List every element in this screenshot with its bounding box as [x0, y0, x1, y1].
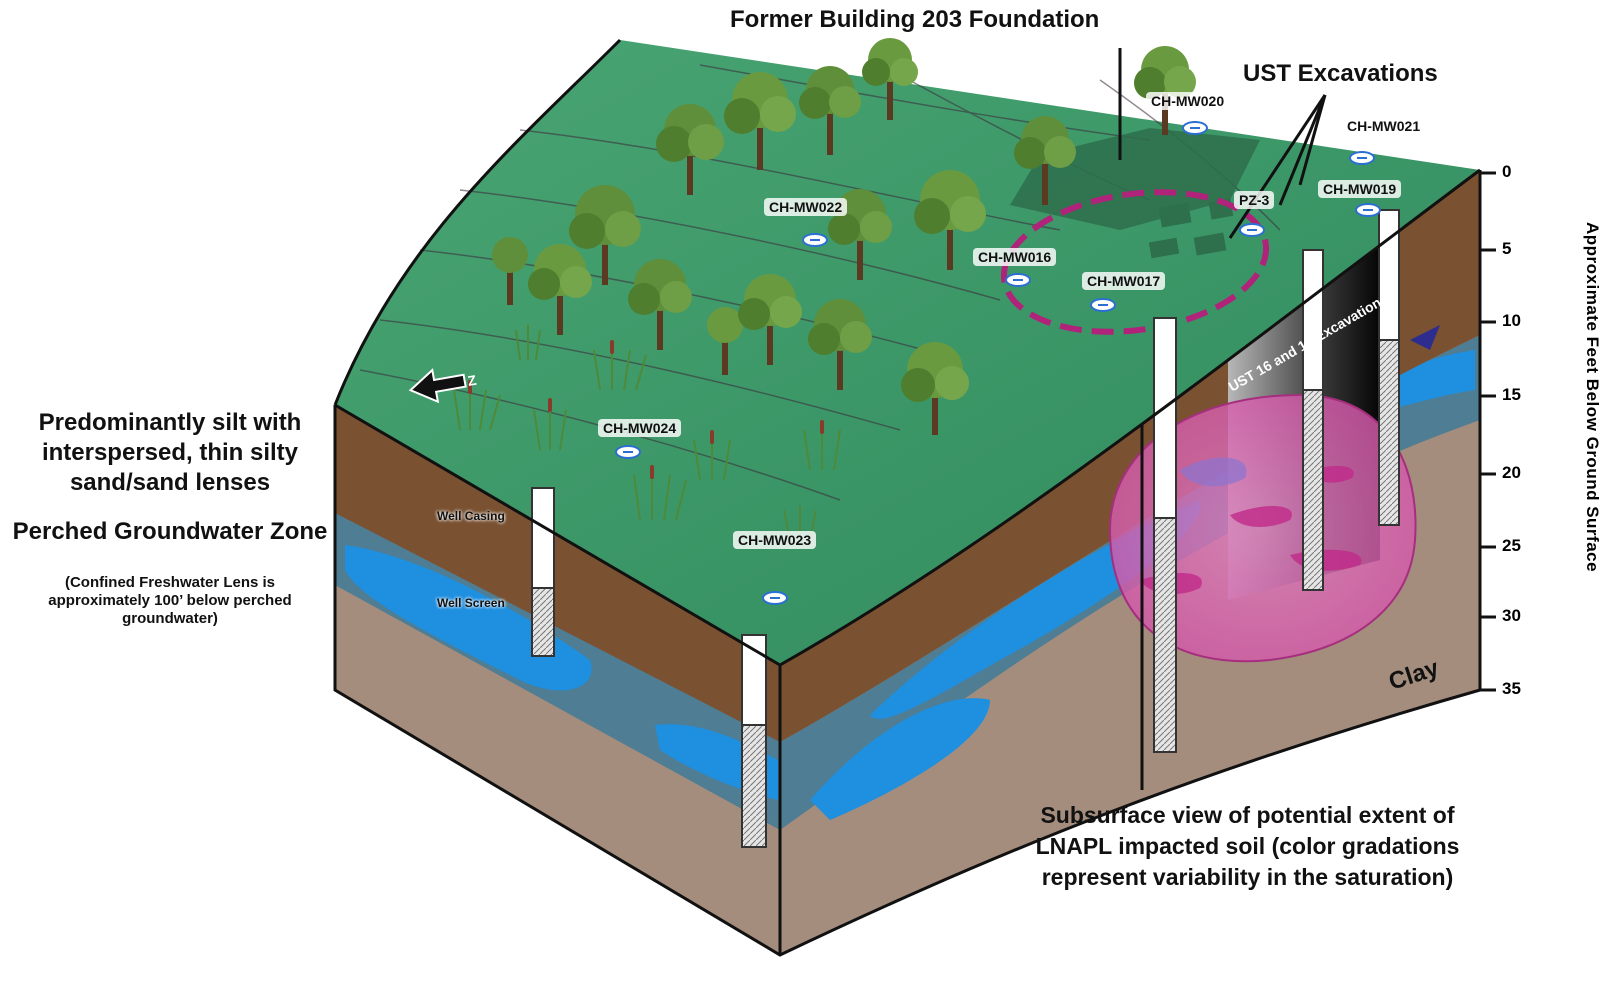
tree [1134, 46, 1196, 135]
well-markers [615, 121, 1381, 605]
well-side-b [1302, 249, 1324, 591]
tree [799, 66, 861, 155]
front-water-lens-1 [345, 545, 592, 691]
depth-tick-5: 5 [1502, 239, 1512, 258]
well-side-c [1378, 209, 1400, 526]
tree [492, 237, 528, 305]
well-label-ch-mw024: CH-MW024 [598, 419, 682, 437]
front-face [335, 405, 780, 955]
tree [628, 259, 692, 350]
well-front [531, 487, 555, 657]
tree [828, 189, 892, 280]
north-arrow-icon: Z [408, 368, 478, 404]
cattails [468, 340, 824, 479]
depth-tick-30: 30 [1502, 606, 1521, 625]
depth-tick-15: 15 [1502, 385, 1521, 404]
tree [707, 307, 743, 375]
tree [914, 170, 986, 270]
side-water-lens-1 [810, 698, 990, 820]
lnapl-plume [1108, 393, 1417, 663]
trees [492, 38, 1196, 435]
well-marker-icon [802, 233, 828, 247]
well-marker-icon [615, 445, 641, 459]
ust-boundary [1000, 189, 1270, 335]
tree [808, 299, 872, 390]
well-marker-icon [1355, 203, 1381, 217]
well-mw023 [741, 634, 767, 848]
tree [656, 104, 724, 195]
ust-excavations-label: UST Excavations [1243, 60, 1438, 87]
depth-axis-title: Approximate Feet Below Ground Surface [1583, 222, 1602, 573]
depth-tick-20: 20 [1502, 463, 1521, 482]
depth-tick-25: 25 [1502, 536, 1521, 555]
building-foundation-label: Former Building 203 Foundation [730, 6, 1100, 33]
well-label-ch-mw021: CH-MW021 [1342, 117, 1426, 135]
depth-tick-10: 10 [1502, 311, 1521, 330]
well-marker-icon [1349, 151, 1375, 165]
tree [901, 342, 969, 435]
well-label-pz-3: PZ-3 [1234, 191, 1275, 209]
silt-description: Predominantly silt with interspersed, th… [38, 409, 302, 496]
tree [738, 274, 802, 365]
lnapl-callout: Subsurface view of potential extent of L… [1035, 802, 1460, 890]
well-side-a [1153, 317, 1177, 753]
well-label-ch-mw017: CH-MW017 [1082, 272, 1166, 290]
tree [528, 244, 592, 335]
well-casing-label: Well Casing [437, 509, 505, 523]
front-silt [335, 405, 780, 742]
tree [569, 185, 641, 285]
svg-text:Z: Z [466, 372, 478, 389]
well-label-ch-mw022: CH-MW022 [764, 198, 848, 216]
well-label-ch-mw023: CH-MW023 [733, 531, 817, 549]
block-outline [333, 38, 1482, 957]
well-screen-label: Well Screen [437, 596, 505, 610]
depth-tick-35: 35 [1502, 679, 1521, 698]
tree [1014, 116, 1076, 205]
perched-zone-note: (Confined Freshwater Lens is approximate… [48, 574, 292, 627]
well-marker-icon [762, 591, 788, 605]
well-label-ch-mw019: CH-MW019 [1318, 180, 1402, 198]
well-marker-icon [1182, 121, 1208, 135]
well-marker-icon [1090, 298, 1116, 312]
tree [724, 72, 796, 170]
well-marker-icon [1005, 273, 1031, 287]
well-label-ch-mw020: CH-MW020 [1146, 92, 1230, 110]
well-marker-icon [1239, 223, 1265, 237]
perched-zone-title: Perched Groundwater Zone [12, 518, 328, 545]
depth-axis [1480, 171, 1496, 692]
water-table-triangle-icon [1410, 325, 1440, 350]
tree [862, 38, 918, 120]
depth-tick-0: 0 [1502, 162, 1512, 181]
well-label-ch-mw016: CH-MW016 [973, 248, 1057, 266]
